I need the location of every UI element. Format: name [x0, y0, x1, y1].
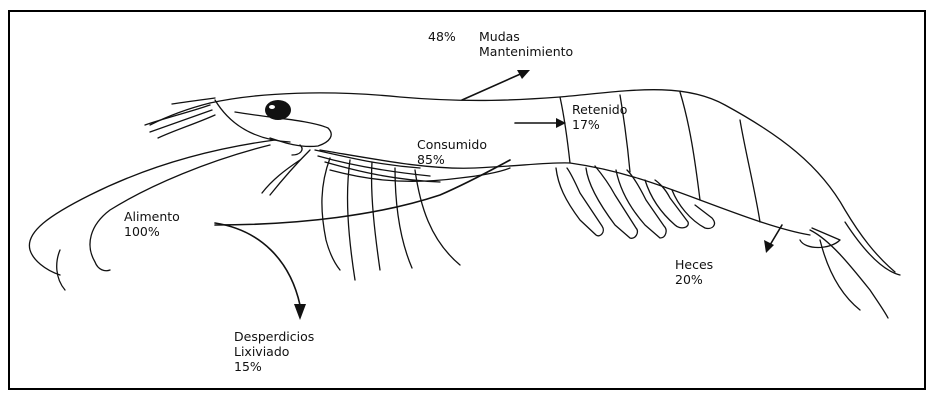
- label-alimento-line2: 100%: [124, 224, 180, 239]
- shrimp-tail-fan: [800, 222, 900, 318]
- arrow-mudas: [462, 72, 525, 100]
- label-consumido-line2: 85%: [417, 152, 487, 167]
- label-mudas-line1: Mudas: [479, 29, 573, 44]
- label-retenido: Retenido 17%: [572, 102, 627, 132]
- label-desperdicios: Desperdicios Lixiviado 15%: [234, 329, 314, 374]
- shrimp-antennule-left: [57, 250, 65, 290]
- label-mudas-line2: Mantenimiento: [479, 44, 573, 59]
- arrow-alimento-consumido: [215, 160, 510, 225]
- shrimp-eye-highlight: [269, 105, 275, 109]
- arrow-desperdicios: [215, 223, 300, 305]
- label-consumido-line1: Consumido: [417, 137, 487, 152]
- shrimp-body-ventral: [320, 150, 810, 235]
- shrimp-body-dorsal: [210, 90, 895, 272]
- label-heces: Heces 20%: [675, 257, 713, 287]
- shrimp-rostrum: [150, 103, 331, 146]
- label-desperdicios-line1: Desperdicios: [234, 329, 314, 344]
- label-mudas-percent: 48%: [428, 29, 456, 44]
- label-alimento-line1: Alimento: [124, 209, 180, 224]
- shrimp-walking-legs: [262, 150, 460, 280]
- arrowhead-desperdicios: [294, 304, 306, 320]
- shrimp-eye: [265, 100, 291, 120]
- shrimp-antenna-second: [90, 145, 270, 271]
- arrow-heces: [770, 225, 782, 245]
- label-retenido-line2: 17%: [572, 117, 627, 132]
- label-mudas: Mudas Mantenimiento: [479, 29, 573, 59]
- label-consumido: Consumido 85%: [417, 137, 487, 167]
- label-heces-line1: Heces: [675, 257, 713, 272]
- shrimp-antenna-long: [29, 140, 275, 275]
- label-heces-line2: 20%: [675, 272, 713, 287]
- label-desperdicios-line3: 15%: [234, 359, 314, 374]
- label-alimento: Alimento 100%: [124, 209, 180, 239]
- label-desperdicios-line2: Lixiviado: [234, 344, 314, 359]
- label-retenido-line1: Retenido: [572, 102, 627, 117]
